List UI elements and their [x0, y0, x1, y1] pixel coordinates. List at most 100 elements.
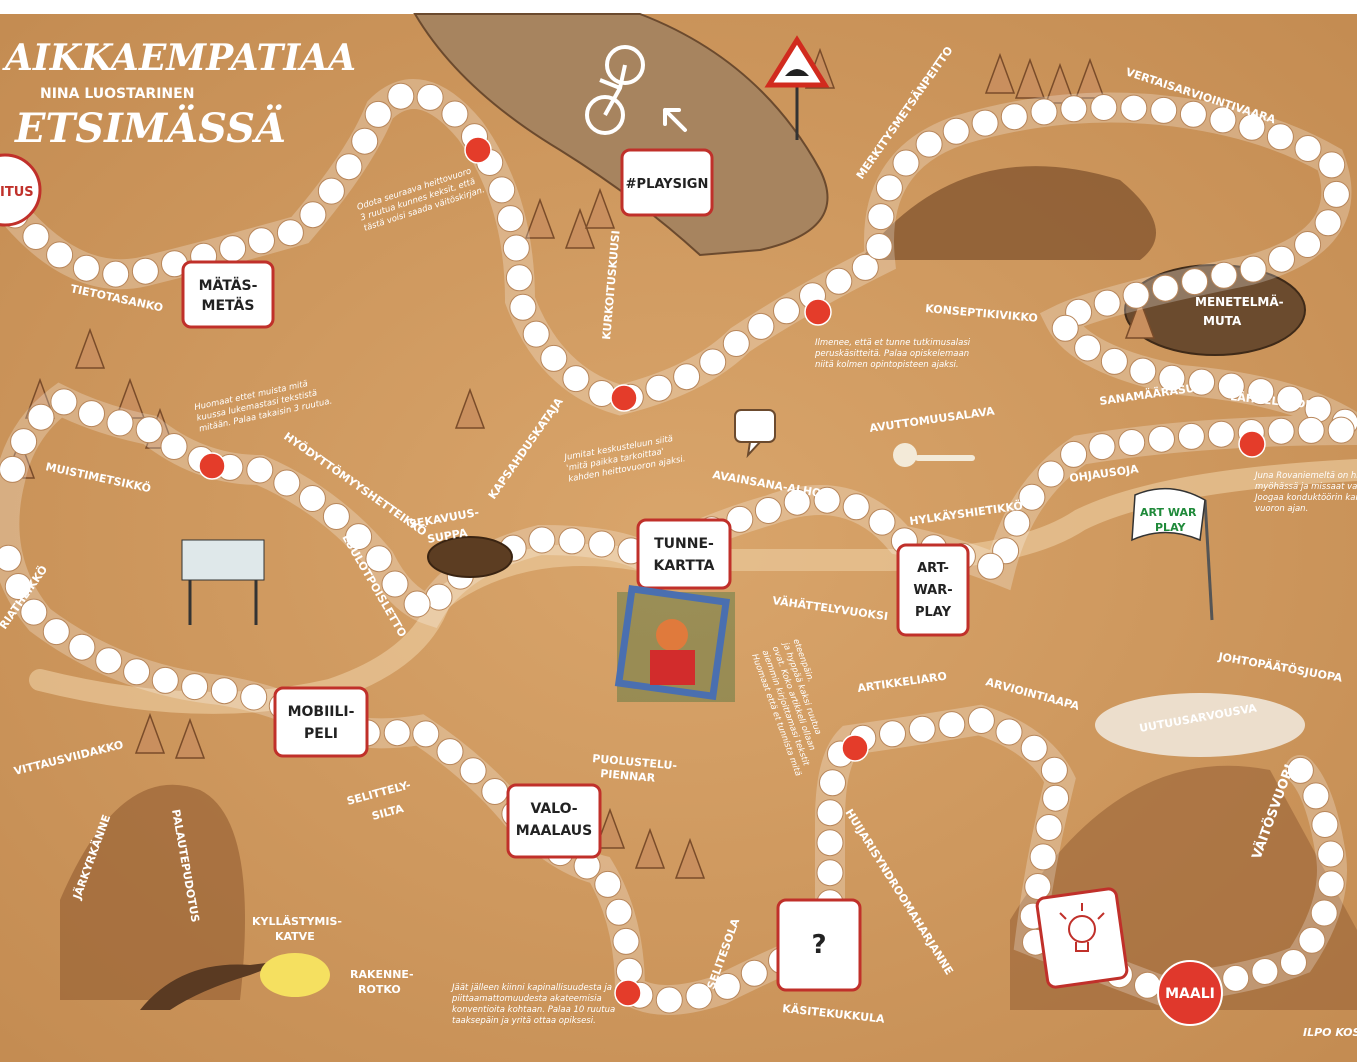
board-square[interactable] [1040, 756, 1068, 784]
board-square[interactable] [497, 205, 524, 233]
board-square[interactable] [248, 227, 275, 255]
board-square[interactable] [72, 254, 100, 282]
board-square[interactable] [879, 720, 906, 748]
board-square[interactable] [773, 297, 800, 325]
board-square[interactable] [1120, 94, 1148, 122]
board-square[interactable] [403, 590, 431, 618]
start-square[interactable] [0, 153, 42, 227]
board-square[interactable] [298, 485, 326, 512]
board-square[interactable] [1266, 123, 1294, 151]
board-square[interactable] [915, 130, 943, 158]
board-square[interactable] [1088, 433, 1116, 461]
board-square[interactable] [10, 428, 38, 456]
board-square[interactable] [1151, 274, 1179, 302]
board-square[interactable] [522, 320, 550, 348]
board-square[interactable] [1276, 385, 1304, 413]
board-square[interactable] [1188, 368, 1216, 396]
board-square[interactable] [416, 83, 444, 111]
board-square[interactable] [20, 598, 48, 626]
board-square[interactable] [562, 365, 590, 393]
board-square[interactable] [865, 233, 893, 260]
board-square[interactable] [1302, 782, 1330, 810]
board-square[interactable] [1060, 95, 1088, 123]
board-square[interactable] [46, 241, 74, 269]
board-square[interactable] [1042, 784, 1070, 812]
board-square[interactable] [345, 523, 373, 551]
board-square[interactable] [95, 647, 123, 675]
board-square[interactable] [509, 293, 537, 321]
board-square[interactable] [1297, 416, 1325, 444]
board-square[interactable] [322, 503, 350, 530]
board-square[interactable] [210, 677, 238, 705]
board-square[interactable] [131, 257, 159, 285]
board-square[interactable] [1209, 106, 1237, 134]
board-square[interactable] [558, 527, 586, 555]
board-square[interactable] [942, 117, 970, 145]
board-square[interactable] [540, 344, 568, 372]
board-square[interactable] [1318, 151, 1346, 179]
penalty-square[interactable] [464, 136, 492, 164]
board-square[interactable] [1210, 261, 1238, 289]
penalty-square[interactable] [610, 384, 638, 412]
board-square[interactable] [1122, 281, 1150, 309]
board-square[interactable] [412, 720, 440, 748]
board-square[interactable] [971, 109, 999, 137]
board-square[interactable] [1280, 949, 1307, 976]
board-square[interactable] [436, 738, 464, 766]
board-square[interactable] [1150, 96, 1178, 124]
board-square[interactable] [1024, 873, 1052, 900]
board-square[interactable] [740, 959, 768, 987]
board-square[interactable] [977, 552, 1005, 580]
board-square[interactable] [816, 859, 844, 887]
board-square[interactable] [42, 618, 70, 646]
card-valomaalaus[interactable]: VALO- MAALAUS [506, 783, 602, 859]
board-square[interactable] [819, 769, 846, 797]
board-square[interactable] [1294, 135, 1322, 162]
board-square[interactable] [106, 409, 134, 437]
board-square[interactable] [381, 570, 409, 598]
board-square[interactable] [181, 673, 209, 701]
board-square[interactable] [1179, 100, 1207, 128]
board-square[interactable] [276, 219, 304, 247]
board-square[interactable] [1181, 268, 1209, 296]
board-square[interactable] [1238, 113, 1266, 141]
board-square[interactable] [1100, 347, 1128, 375]
board-square[interactable] [68, 633, 96, 661]
board-square[interactable] [1148, 425, 1175, 453]
board-square[interactable] [151, 666, 179, 694]
card-mobiilipeli[interactable]: MOBIILI- PELI [273, 686, 369, 758]
board-square[interactable] [967, 707, 995, 734]
penalty-square[interactable] [1238, 430, 1266, 458]
board-square[interactable] [713, 972, 741, 1000]
board-square[interactable] [273, 469, 301, 497]
board-square[interactable] [335, 153, 363, 181]
board-square[interactable] [612, 927, 640, 955]
penalty-square[interactable] [198, 452, 226, 480]
board-square[interactable] [1035, 814, 1063, 841]
board-square[interactable] [1222, 964, 1250, 992]
board-square[interactable] [1247, 378, 1275, 406]
board-square[interactable] [240, 683, 268, 711]
board-square[interactable] [645, 374, 673, 402]
card-matasmetas[interactable]: MÄTÄS- METÄS [181, 260, 275, 329]
board-square[interactable] [1268, 245, 1295, 273]
board-square[interactable] [1037, 460, 1065, 488]
board-square[interactable] [747, 312, 775, 340]
board-square[interactable] [1317, 840, 1345, 868]
board-square[interactable] [459, 757, 487, 785]
board-square[interactable] [908, 715, 936, 743]
board-square[interactable] [1314, 209, 1342, 237]
board-square[interactable] [995, 718, 1023, 746]
board-square[interactable] [1030, 98, 1058, 126]
board-square[interactable] [816, 799, 844, 827]
board-square[interactable] [813, 486, 841, 514]
board-square[interactable] [317, 177, 345, 205]
board-square[interactable] [1217, 372, 1245, 400]
board-square[interactable] [1003, 509, 1031, 537]
board-square[interactable] [1177, 422, 1205, 450]
board-square[interactable] [851, 253, 879, 281]
board-square[interactable] [1251, 958, 1279, 985]
board-square[interactable] [441, 100, 469, 128]
board-square[interactable] [842, 493, 870, 521]
penalty-square[interactable] [841, 734, 869, 762]
